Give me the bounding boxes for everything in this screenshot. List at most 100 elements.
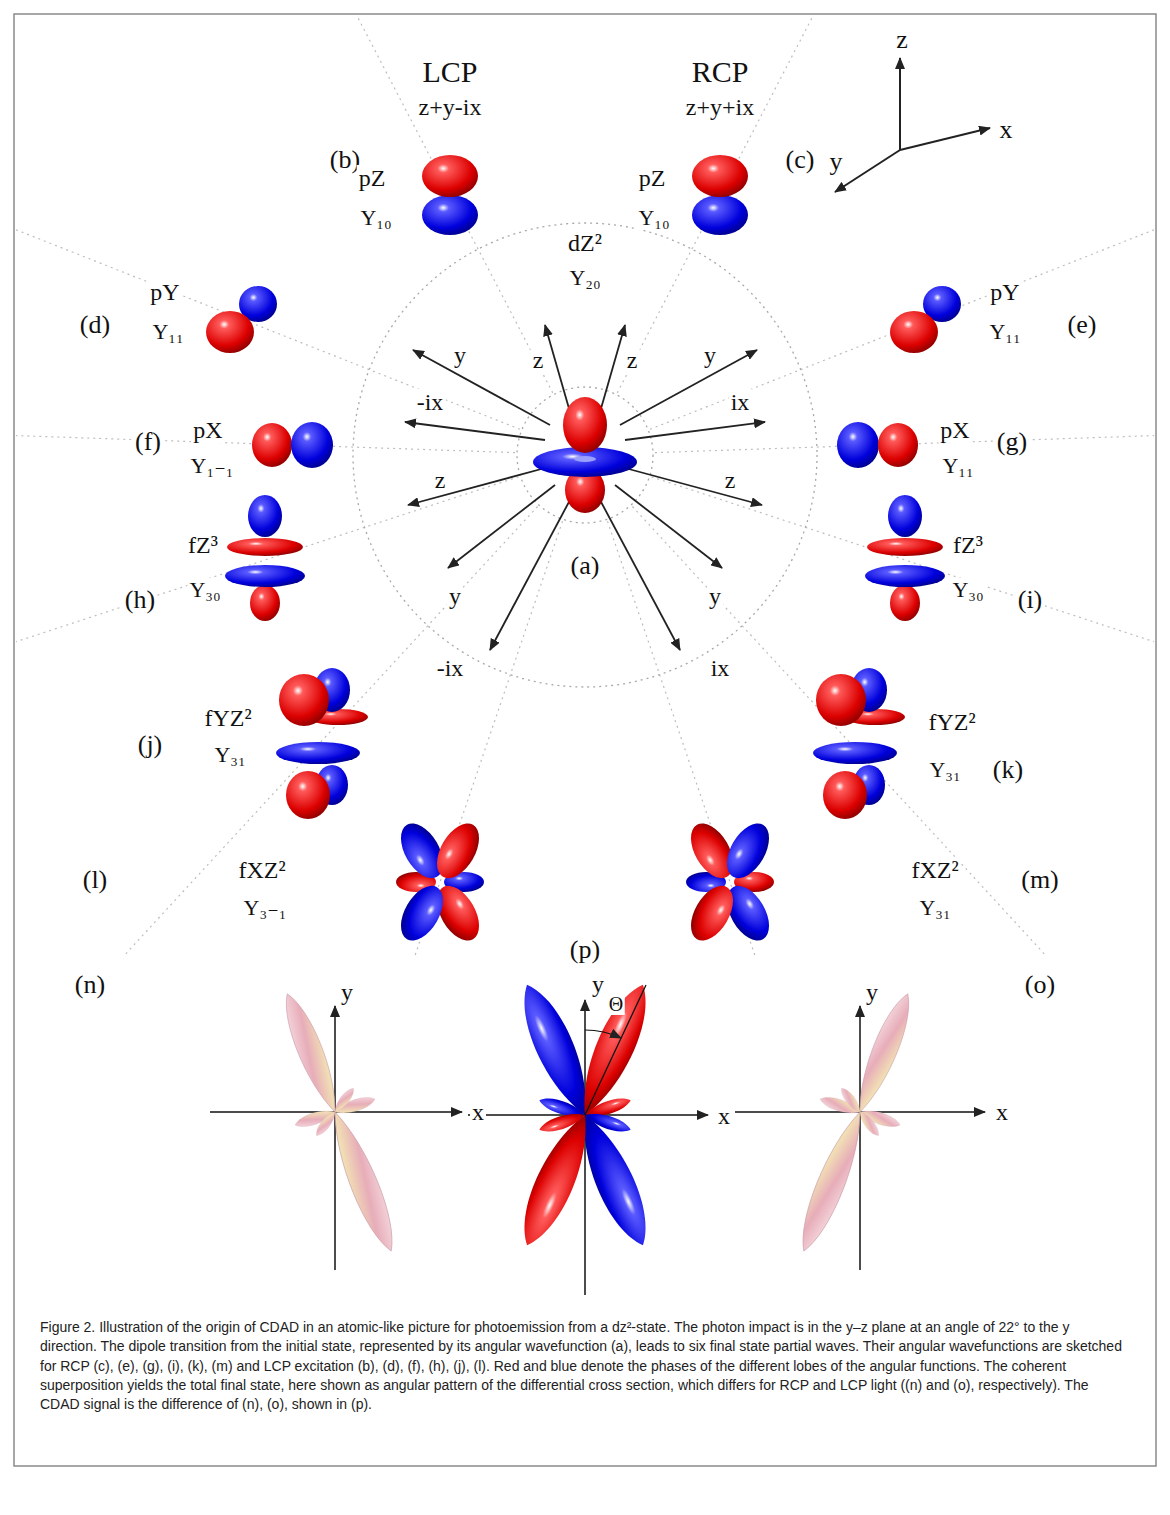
figure-label: dZ²: [566, 230, 604, 256]
figure-label: (d): [78, 311, 112, 339]
figure-label: Y₁₁: [987, 320, 1022, 344]
figure-label: Y₁₁: [150, 320, 185, 344]
cross-section-plot: [735, 989, 985, 1270]
radial-guides: [16, 16, 1154, 956]
figure-label: y: [452, 342, 468, 368]
figure-label: y: [707, 583, 723, 609]
figure-label: pZ: [637, 165, 668, 191]
figure-label: x: [716, 1103, 732, 1129]
figure-label: y: [447, 583, 463, 609]
transition-arrows: [405, 325, 765, 650]
figure-label: y: [864, 979, 880, 1005]
guide-circle: [353, 223, 817, 687]
guide-line: [632, 506, 1154, 956]
fxz2-orbital: [682, 816, 777, 947]
px-orbital: [837, 422, 918, 468]
figure-label: (j): [136, 731, 165, 759]
figure-label: y: [702, 342, 718, 368]
figure-label: x: [998, 116, 1015, 144]
figure-label: pX: [191, 417, 224, 443]
figure-label: y: [828, 148, 845, 176]
figure-label: (m): [1019, 866, 1061, 894]
fyz2-orbital: [276, 668, 368, 819]
figure-label: z: [433, 467, 448, 493]
figure-frame: [14, 14, 1156, 1466]
guide-line: [16, 87, 520, 429]
figure-label: Y₁₀: [358, 206, 393, 230]
figure-label: (n): [73, 971, 107, 999]
cross-section-plot: [210, 989, 462, 1270]
figure-label: z: [894, 26, 910, 54]
axes-triad: [835, 58, 990, 192]
figure-label: Y₃₁: [917, 896, 952, 920]
fxz2-orbital: [392, 816, 487, 947]
figure-label: Θ: [607, 993, 625, 1015]
figure-label: Y₁₀: [636, 206, 671, 230]
figure-label: fYZ²: [926, 709, 977, 735]
guide-line: [124, 16, 553, 393]
guide-line: [617, 16, 1046, 393]
figure-label: fZ³: [186, 532, 220, 558]
figure-label: z+y+ix: [684, 94, 756, 120]
py-orbital: [890, 286, 961, 353]
figure-label: z: [723, 467, 738, 493]
figure-label: fZ³: [951, 532, 985, 558]
figure-label: (i): [1016, 586, 1045, 614]
figure-label: Y₃₁: [212, 743, 247, 767]
figure-label: (k): [991, 756, 1025, 784]
figure-label: Y₃₀: [187, 578, 222, 602]
figure-label: Y₃₋₁: [242, 896, 289, 920]
figure-label: LCP: [420, 56, 479, 88]
guide-line: [650, 87, 1154, 429]
figure-caption: Figure 2. Illustration of the origin of …: [40, 1318, 1130, 1415]
figure-label: pX: [938, 417, 971, 443]
figure-label: (l): [81, 866, 110, 894]
pz-orbital: [422, 155, 478, 235]
fz3-orbital: [225, 495, 305, 621]
pz-orbital: [692, 155, 748, 235]
figure-label: x: [994, 1099, 1010, 1125]
figure-label: z: [625, 347, 640, 373]
guide-line: [16, 506, 538, 956]
figure-label: y: [590, 971, 606, 997]
guide-line: [608, 521, 907, 956]
figure-label: (o): [1023, 971, 1057, 999]
figure-label: z+y-ix: [417, 94, 484, 120]
fyz2-orbital: [813, 668, 905, 819]
figure-label: -ix: [435, 655, 466, 681]
cdad-plot: [468, 977, 708, 1295]
guide-line: [263, 521, 562, 956]
figure-label: Y₃₀: [950, 578, 985, 602]
figure-label: fYZ²: [202, 705, 253, 731]
figure-label: Y₁₁: [940, 454, 975, 478]
figure-label: pY: [148, 279, 181, 305]
figure-label: (g): [995, 428, 1029, 456]
figure-label: (h): [123, 586, 157, 614]
fz3-orbital: [865, 495, 945, 621]
guide-line: [16, 477, 518, 767]
figure-label: pZ: [357, 165, 388, 191]
dz2-orbital: [533, 397, 637, 513]
figure-label: Y₁₋₁: [189, 454, 236, 478]
guide-line: [652, 477, 1154, 767]
figure-label: (p): [568, 936, 602, 964]
figure-label: (a): [569, 552, 602, 580]
figure-label: -ix: [415, 389, 446, 415]
figure-label: (e): [1066, 311, 1099, 339]
figure-label: ix: [709, 655, 732, 681]
px-orbital: [252, 422, 333, 468]
guide-circle: [517, 387, 653, 523]
figure-label: pY: [988, 279, 1021, 305]
figure-label: Y₂₀: [567, 266, 602, 290]
figure-label: (c): [784, 146, 817, 174]
figure-label: fXZ²: [909, 857, 960, 883]
py-orbital: [206, 286, 277, 353]
figure-label: z: [531, 347, 546, 373]
figure-label: Y₃₁: [927, 758, 962, 782]
figure-label: ix: [729, 389, 752, 415]
figure-label: y: [339, 979, 355, 1005]
figure-label: (f): [133, 428, 163, 456]
figure-label: fXZ²: [236, 857, 287, 883]
figure-label: RCP: [690, 56, 751, 88]
figure-label: x: [470, 1099, 486, 1125]
